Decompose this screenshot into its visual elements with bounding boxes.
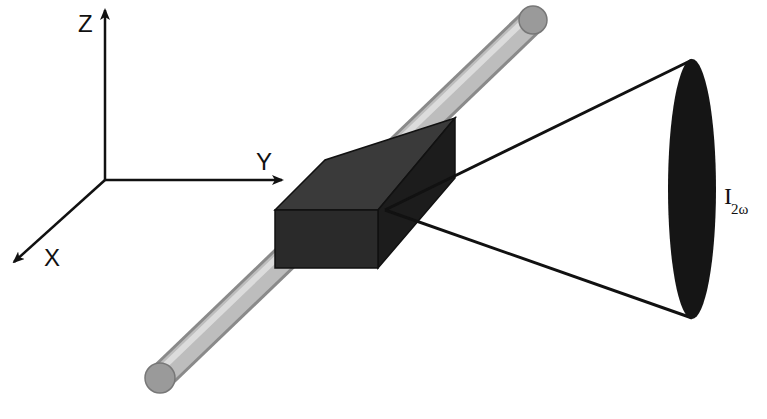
intensity-subscript: 2ω xyxy=(731,202,748,217)
intensity-symbol: I xyxy=(724,184,732,208)
axis-label: Y xyxy=(256,150,272,174)
axis-label: Z xyxy=(78,12,93,36)
emission-cone xyxy=(385,59,716,319)
fiber-rod xyxy=(145,6,547,393)
crystal-box xyxy=(275,118,455,268)
axis-label: X xyxy=(44,246,60,270)
axes xyxy=(14,10,282,262)
